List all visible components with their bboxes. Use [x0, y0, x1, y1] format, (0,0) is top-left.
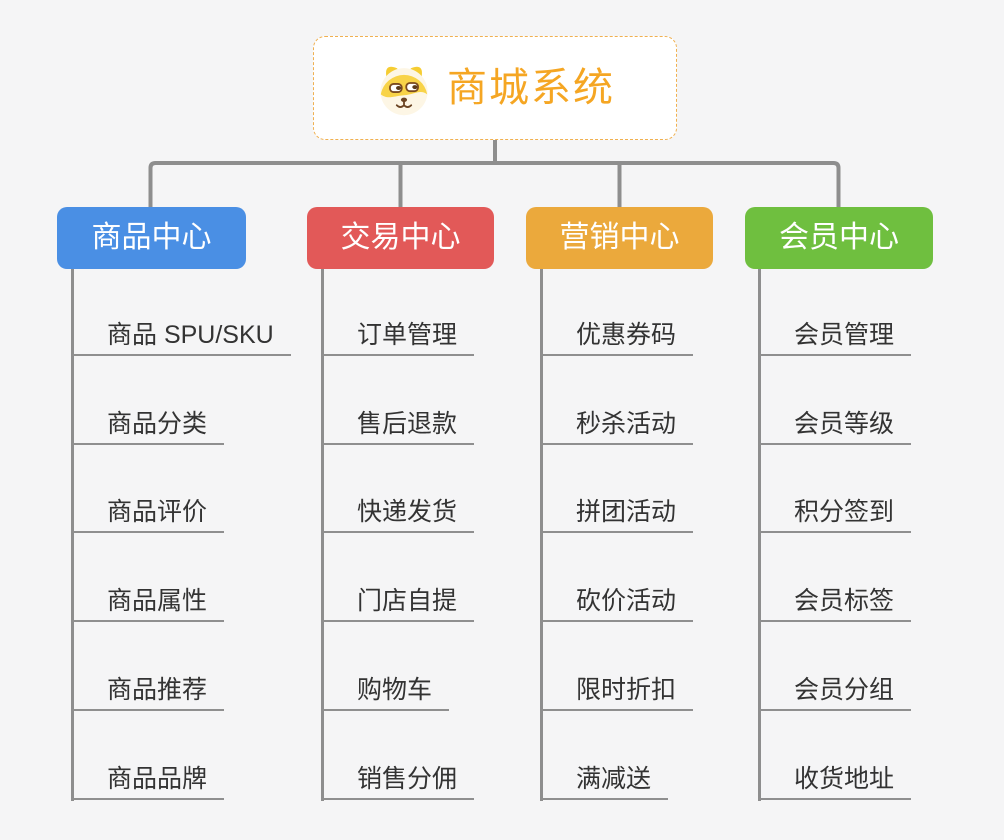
root-title: 商城系统	[447, 66, 615, 110]
branch-label: 营销中心	[559, 221, 680, 254]
list-item: 秒杀活动	[541, 356, 694, 445]
item-label[interactable]: 快递发货	[322, 500, 475, 534]
branch-items-trade-center: 订单管理 售后退款 快递发货 门店自提 购物车 销售分佣	[322, 267, 475, 800]
list-item: 会员分组	[759, 622, 912, 711]
list-item: 优惠券码	[541, 267, 694, 356]
shiba-dog-icon	[380, 66, 428, 116]
item-label[interactable]: 会员分组	[759, 677, 912, 711]
item-label[interactable]: 商品分类	[72, 411, 225, 445]
item-label[interactable]: 会员管理	[759, 322, 912, 356]
branch-spine	[758, 269, 761, 801]
branch-rail-line	[148, 161, 841, 207]
branch-label: 商品中心	[91, 221, 212, 254]
list-item: 购物车	[322, 622, 474, 711]
branch-items-member-center: 会员管理 会员等级 积分签到 会员标签 会员分组 收货地址	[759, 267, 912, 800]
list-item: 商品属性	[72, 533, 291, 623]
item-label[interactable]: 商品品牌	[72, 766, 225, 800]
item-label[interactable]: 门店自提	[322, 589, 475, 623]
branch-label: 交易中心	[340, 221, 461, 254]
list-item: 售后退款	[322, 356, 475, 445]
list-item: 门店自提	[322, 533, 475, 623]
list-item: 会员等级	[759, 356, 912, 445]
item-label[interactable]: 拼团活动	[541, 500, 694, 534]
item-label[interactable]: 商品 SPU/SKU	[72, 322, 291, 356]
item-label[interactable]: 商品评价	[72, 500, 225, 534]
item-label[interactable]: 商品推荐	[72, 677, 225, 711]
branch-node-product-center[interactable]: 商品中心	[57, 207, 246, 269]
item-label[interactable]: 订单管理	[322, 322, 475, 356]
list-item: 销售分佣	[322, 711, 475, 800]
branch-node-trade-center[interactable]: 交易中心	[307, 207, 494, 269]
branch-items-marketing-center: 优惠券码 秒杀活动 拼团活动 砍价活动 限时折扣 满减送	[541, 267, 694, 800]
item-label[interactable]: 积分签到	[759, 500, 912, 534]
item-label[interactable]: 优惠券码	[541, 322, 694, 356]
branch-node-member-center[interactable]: 会员中心	[745, 207, 933, 269]
branch-spine	[321, 269, 324, 801]
item-label[interactable]: 满减送	[541, 766, 669, 800]
item-label[interactable]: 收货地址	[759, 766, 912, 800]
list-item: 商品 SPU/SKU	[72, 267, 291, 356]
item-label[interactable]: 会员标签	[759, 589, 912, 623]
list-item: 商品品牌	[72, 711, 291, 800]
list-item: 满减送	[541, 711, 693, 800]
list-item: 限时折扣	[541, 622, 694, 711]
item-label[interactable]: 购物车	[322, 677, 450, 711]
list-item: 商品推荐	[72, 622, 291, 711]
list-item: 会员标签	[759, 533, 912, 623]
root-node[interactable]: 商城系统	[313, 36, 677, 140]
list-item: 收货地址	[759, 711, 912, 800]
item-label[interactable]: 售后退款	[322, 411, 475, 445]
list-item: 拼团活动	[541, 445, 694, 534]
item-label[interactable]: 销售分佣	[322, 766, 475, 800]
branch-spine	[71, 269, 74, 801]
branch-spine	[540, 269, 543, 801]
branch-node-marketing-center[interactable]: 营销中心	[526, 207, 713, 269]
list-item: 商品评价	[72, 445, 291, 534]
list-item: 订单管理	[322, 267, 475, 356]
item-label[interactable]: 限时折扣	[541, 677, 694, 711]
list-item: 会员管理	[759, 267, 912, 356]
list-item: 积分签到	[759, 445, 912, 534]
item-label[interactable]: 秒杀活动	[541, 411, 694, 445]
list-item: 商品分类	[72, 356, 291, 445]
list-item: 快递发货	[322, 445, 475, 534]
list-item: 砍价活动	[541, 533, 694, 623]
item-label[interactable]: 商品属性	[72, 589, 225, 623]
item-label[interactable]: 会员等级	[759, 411, 912, 445]
item-label[interactable]: 砍价活动	[541, 589, 694, 623]
branch-label: 会员中心	[779, 221, 899, 254]
branch-items-product-center: 商品 SPU/SKU 商品分类 商品评价 商品属性 商品推荐 商品品牌	[72, 267, 291, 800]
